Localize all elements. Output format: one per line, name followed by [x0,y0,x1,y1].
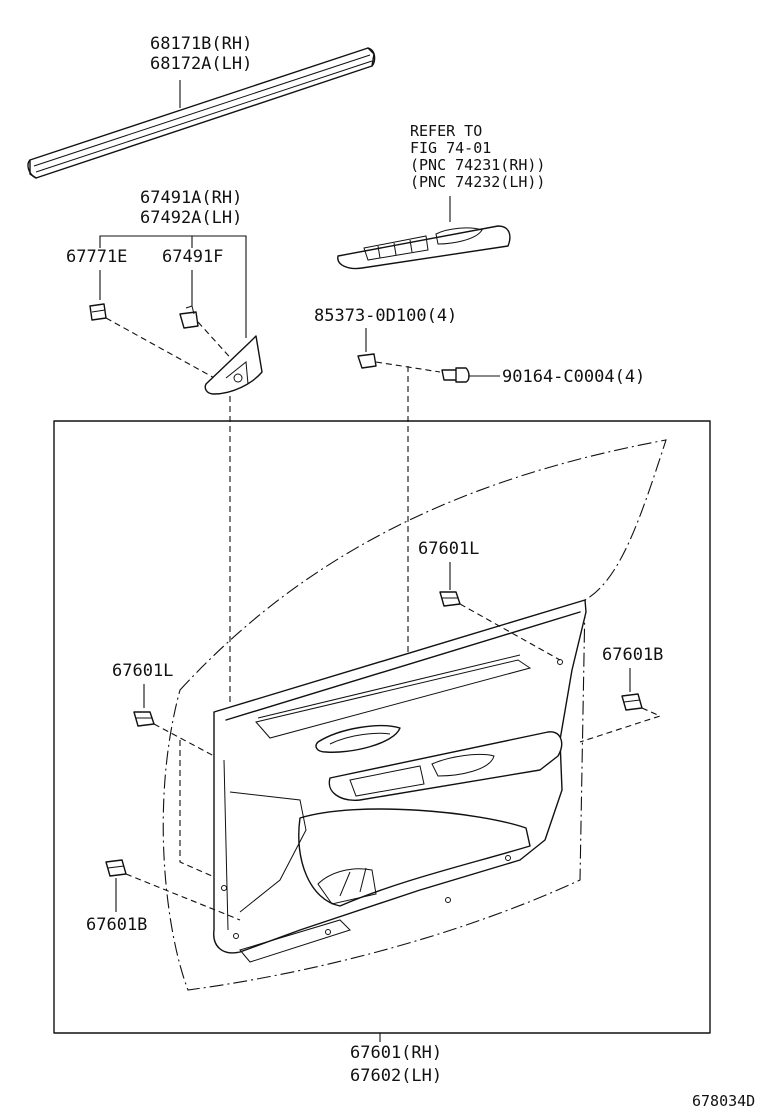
figure-code: 678034D [692,1092,755,1110]
dash-67491f-to-trim [197,321,237,365]
label-67491f: 67491F [162,247,223,267]
dash-67601l-left [153,723,215,757]
clip-67771e[interactable] [89,303,107,321]
label-67492a: 67492A(LH) [140,208,242,228]
label-68172a: 68172A(LH) [150,54,252,74]
clip-85373[interactable] [357,353,377,369]
dash-left-bracket [179,740,213,877]
clip-67601l-top[interactable] [439,591,461,607]
clip-67601b-left[interactable] [105,859,127,877]
screw-90164[interactable] [441,367,470,383]
label-67601l-left: 67601L [112,661,173,681]
dash-67601b-left [125,873,241,921]
door-belt-weatherstrip[interactable] [27,47,376,179]
label-67601l-top: 67601L [418,539,479,559]
dash-67601l-top [459,603,561,661]
clip-67601l-left[interactable] [133,711,155,727]
label-67601b-right: 67601B [602,645,663,665]
label-90164: 90164-C0004(4) [502,367,645,387]
label-85373: 85373-0D100(4) [314,306,457,326]
label-67602: 67602(LH) [350,1066,442,1086]
dash-67601b-right [579,707,662,743]
label-refer-pnc-lh: (PNC 74232(LH)) [410,173,545,191]
label-67601b-left: 67601B [86,915,147,935]
leader-67491a-bracket [99,235,247,338]
power-window-switch-bezel[interactable] [337,225,511,270]
clip-67491f[interactable] [179,305,199,329]
label-refer-to: REFER TO [410,122,482,140]
door-trim-frame [53,420,711,1034]
label-67491a: 67491A(RH) [140,188,242,208]
label-67771e: 67771E [66,247,127,267]
dash-67771e-to-trim [105,317,219,381]
mirror-corner-trim[interactable] [204,335,263,395]
label-refer-pnc-rh: (PNC 74231(RH)) [410,156,545,174]
door-panel-outline [162,439,667,991]
clip-67601b-right[interactable] [621,693,643,711]
label-68171b: 68171B(RH) [150,34,252,54]
label-refer-fig: FIG 74-01 [410,139,491,157]
label-67601: 67601(RH) [350,1043,442,1063]
door-trim-board[interactable] [213,599,587,963]
